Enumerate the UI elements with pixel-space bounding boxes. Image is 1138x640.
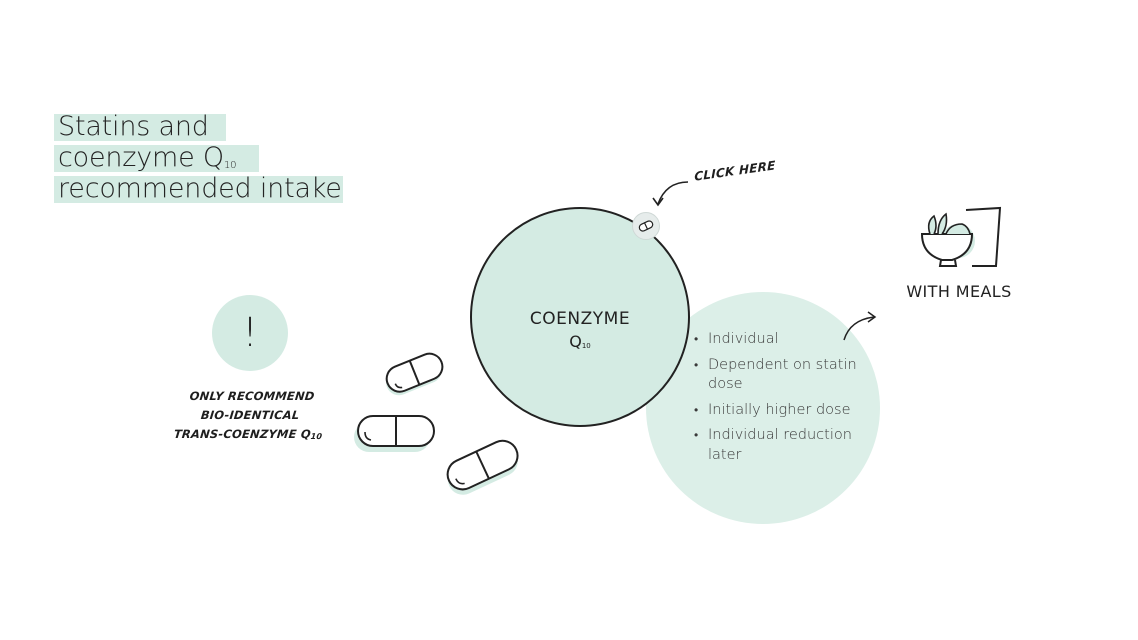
title-text-2: coenzyme Q10 — [58, 142, 237, 173]
bowl-and-glass-icon — [920, 206, 1002, 267]
warning-line-2: BIO-IDENTICAL — [200, 408, 301, 422]
coenzyme-circle — [470, 207, 690, 427]
capsule-icon — [385, 352, 444, 396]
curved-arrow-icon — [652, 181, 689, 207]
coenzyme-q10-label: Q10 — [569, 332, 591, 351]
coenzyme-label: COENZYME — [529, 309, 631, 329]
click-here-button[interactable] — [632, 212, 660, 240]
capsule-icon — [446, 439, 519, 495]
title-line-3: recommended intake — [54, 173, 343, 204]
list-item: Individual — [694, 330, 874, 350]
arrow-icon — [843, 311, 877, 341]
warning-text: ONLY RECOMMEND BIO-IDENTICAL TRANS-COENZ… — [157, 387, 343, 446]
exclamation-mark: ! — [241, 310, 259, 356]
warning-line-1: ONLY RECOMMEND — [188, 389, 316, 403]
list-item: Individual reduction later — [694, 426, 874, 465]
with-meals-label: WITH MEALS — [906, 282, 1012, 301]
pill-icon — [638, 220, 654, 232]
list-item: Dependent on statin dose — [694, 356, 874, 395]
title-line-2: coenzyme Q10 — [54, 142, 259, 173]
title-line-1: Statins and — [54, 111, 226, 142]
warning-line-3: TRANS-COENZYME Q10 — [173, 427, 323, 441]
dosage-list: Individual Dependent on statin dose Init… — [694, 330, 874, 471]
warning-icon: ! — [212, 295, 288, 371]
click-here-label[interactable]: CLICK HERE — [694, 158, 776, 184]
title-text-1: Statins and — [58, 111, 209, 142]
list-item: Initially higher dose — [694, 401, 874, 421]
title-text-3: recommended intake — [58, 173, 342, 204]
capsule-icon — [354, 415, 435, 452]
